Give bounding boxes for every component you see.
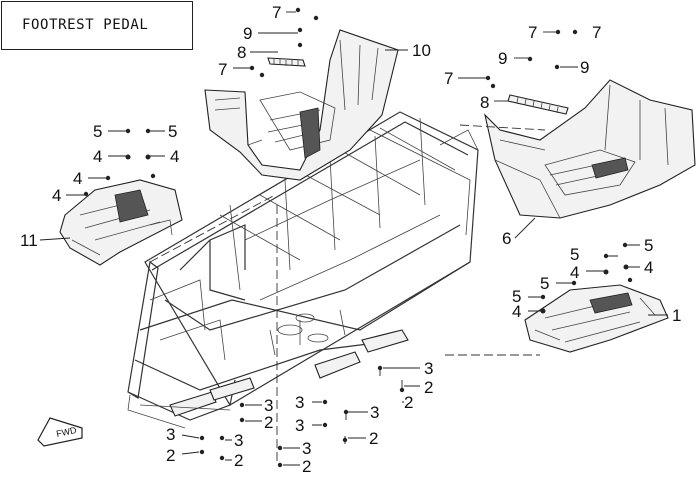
callout-3: 3 xyxy=(424,359,433,378)
callout-2: 2 xyxy=(234,451,243,470)
callout-4: 4 xyxy=(73,169,82,188)
title-box: FOOTREST PEDAL xyxy=(1,1,193,50)
callout-3: 3 xyxy=(295,393,304,412)
callout-2: 2 xyxy=(369,429,378,448)
callout-7: 7 xyxy=(444,69,453,88)
vehicle-frame xyxy=(127,111,479,429)
callout-11: 11 xyxy=(20,231,38,250)
callout-3: 3 xyxy=(370,403,379,422)
leader-lines xyxy=(39,11,668,466)
callout-labels: 7 9 8 7 10 7 7 9 9 7 8 5 5 4 4 4 4 11 6 … xyxy=(20,3,681,476)
diagram-title: FOOTREST PEDAL xyxy=(22,17,149,33)
callout-2: 2 xyxy=(302,457,311,476)
callout-4: 4 xyxy=(170,147,179,166)
callout-7: 7 xyxy=(218,60,227,79)
callout-4: 4 xyxy=(644,258,653,277)
callout-7: 7 xyxy=(592,23,601,42)
right-floor-panel xyxy=(524,284,669,353)
callout-4: 4 xyxy=(52,186,61,205)
callout-9: 9 xyxy=(243,24,252,43)
callout-5: 5 xyxy=(93,122,102,141)
callout-3: 3 xyxy=(264,396,273,415)
callout-8: 8 xyxy=(480,93,489,112)
callout-1: 1 xyxy=(672,306,681,325)
callout-8: 8 xyxy=(237,43,246,62)
callout-7: 7 xyxy=(272,3,281,22)
callout-2: 2 xyxy=(424,378,433,397)
callout-5: 5 xyxy=(644,236,653,255)
callout-7: 7 xyxy=(528,23,537,42)
callout-4: 4 xyxy=(512,302,521,321)
callout-9: 9 xyxy=(580,58,589,77)
callout-2: 2 xyxy=(166,446,175,465)
left-footrest-pedal xyxy=(204,29,399,181)
callout-3: 3 xyxy=(295,416,304,435)
callout-9: 9 xyxy=(498,49,507,68)
callout-10: 10 xyxy=(412,41,431,60)
footrest-strip-right xyxy=(507,94,569,115)
footrest-strip-left xyxy=(267,57,306,67)
callout-3: 3 xyxy=(302,439,311,458)
location-lines xyxy=(149,124,546,465)
callout-3: 3 xyxy=(234,431,243,450)
callout-2: 2 xyxy=(264,413,273,432)
callout-3: 3 xyxy=(166,425,175,444)
callout-5: 5 xyxy=(540,274,549,293)
fasteners xyxy=(83,7,633,468)
fwd-direction-badge: FWD xyxy=(37,417,83,447)
callout-4: 4 xyxy=(93,147,102,166)
callout-2: 2 xyxy=(404,393,413,412)
left-floor-panel xyxy=(59,179,183,266)
callout-4: 4 xyxy=(570,263,579,282)
right-footrest-pedal xyxy=(484,79,696,219)
callout-5: 5 xyxy=(570,245,579,264)
callout-5: 5 xyxy=(168,122,177,141)
callout-6: 6 xyxy=(502,229,511,248)
fwd-label: FWD xyxy=(55,425,78,439)
callout-5: 5 xyxy=(512,287,521,306)
